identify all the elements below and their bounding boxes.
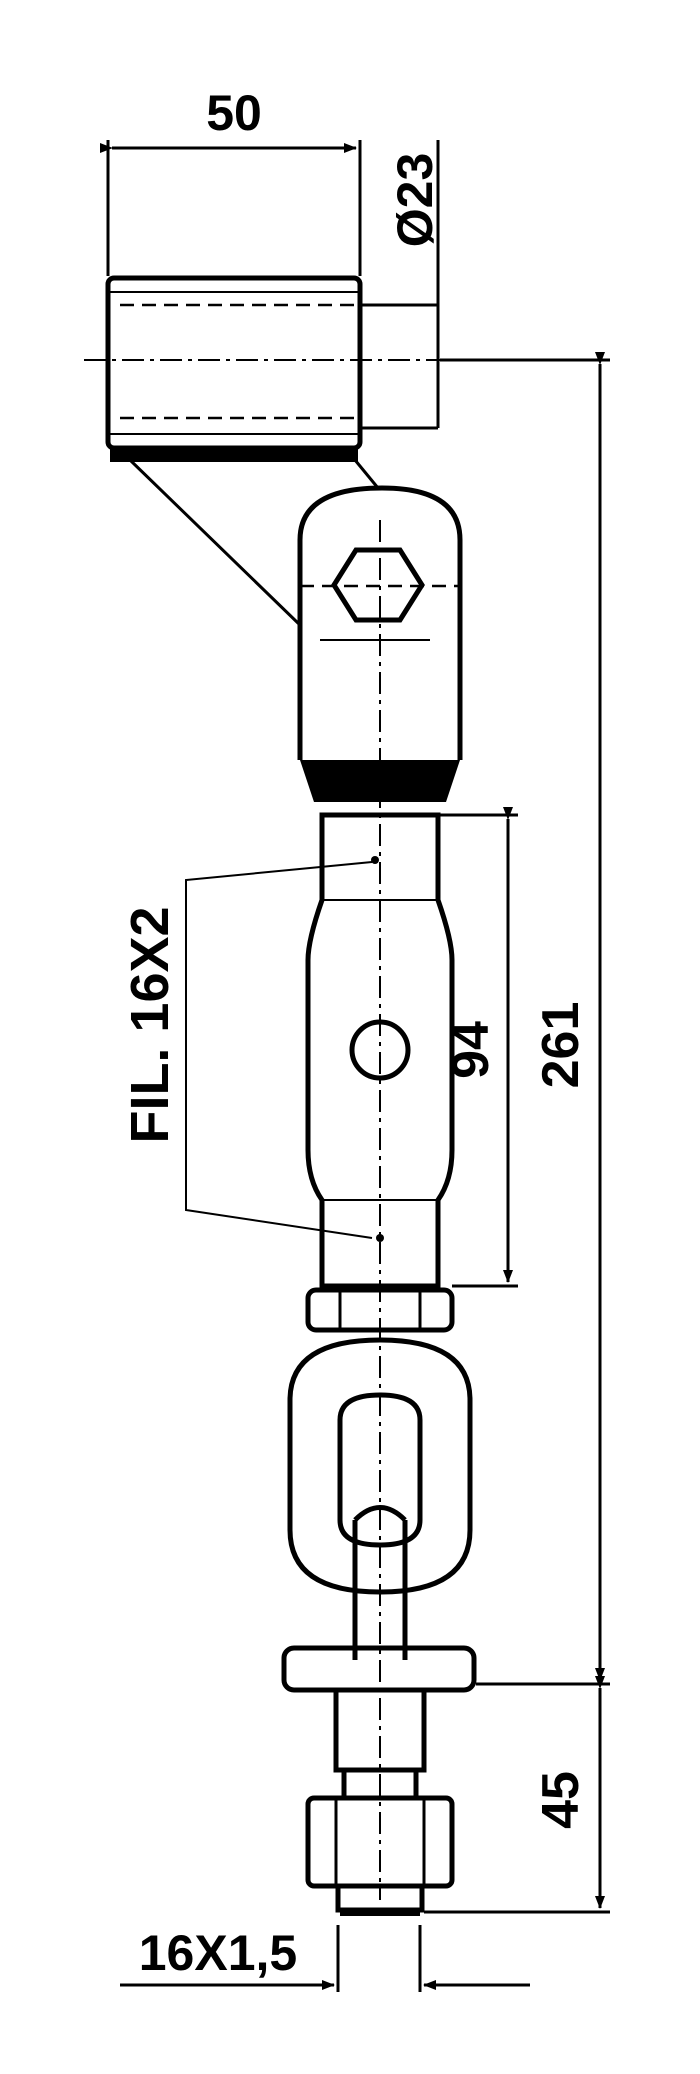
dimension-width-50: 50 xyxy=(100,85,362,276)
dim-94-label: 94 xyxy=(442,1021,500,1079)
dim-261-label: 261 xyxy=(532,1002,590,1089)
dim-50-label: 50 xyxy=(206,85,262,141)
bolt-thread-dimension: 16X1,5 xyxy=(120,1925,530,1992)
dimension-total-261: 261 xyxy=(440,352,610,1686)
top-bushing xyxy=(84,275,600,462)
weld-strut xyxy=(128,458,380,627)
dimension-adjust-94: 94 xyxy=(438,807,518,1288)
lower-link xyxy=(287,1337,473,1660)
dim-diameter-label: Ø23 xyxy=(387,153,443,248)
dimension-diameter-23: Ø23 xyxy=(362,140,443,430)
bolt-thread-label: 16X1,5 xyxy=(139,1925,297,1981)
bottom-bolt xyxy=(305,1687,455,1916)
lock-nut xyxy=(305,1287,455,1333)
thread-label-16x2: FIL. 16X2 xyxy=(120,861,373,1239)
fil-label: FIL. 16X2 xyxy=(120,906,180,1143)
dimension-bottom-45: 45 xyxy=(424,1676,610,1914)
turnbuckle-body xyxy=(305,812,455,1289)
upper-eye xyxy=(297,485,463,1900)
dim-45-label: 45 xyxy=(532,1771,590,1829)
